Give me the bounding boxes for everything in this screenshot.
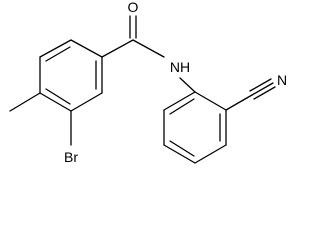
bond-ringB-1 [194, 91, 227, 111]
oxygen-label: O [128, 0, 139, 15]
bond-ringB-4 [163, 144, 196, 164]
bond-amide-n-ring [179, 77, 196, 93]
bond-ringA-1 [70, 39, 103, 58]
bond-carbonyl-ring [101, 39, 134, 58]
bond-ringA-2 [39, 39, 72, 58]
bond-ringB-4-inner [169, 140, 195, 157]
bond-ringB-6-inner [169, 98, 195, 115]
bond-ringA-4-inner [45, 88, 71, 105]
bond-nitrile-1 [251, 82, 274, 96]
bond-set [9, 15, 276, 164]
bond-ringB-3 [194, 144, 227, 164]
bond-nitrile-3 [253, 86, 276, 100]
bond-nitrile-2 [249, 78, 272, 92]
amide-nh-label: NH [170, 59, 190, 75]
bond-amide-cn [132, 39, 165, 58]
bond-ringB-6 [163, 91, 196, 111]
bond-ringA-4 [39, 92, 72, 112]
atom-label-set: O NH N Br [64, 0, 287, 165]
bond-methyl [9, 92, 41, 112]
bromine-label: Br [64, 149, 78, 165]
bond-nitrile-c [225, 94, 253, 111]
molecule-structure: O NH N Br [9, 0, 287, 165]
bond-ringA-5 [70, 92, 103, 112]
bond-ringA-2-inner [45, 46, 71, 62]
nitrile-n-label: N [277, 72, 287, 88]
